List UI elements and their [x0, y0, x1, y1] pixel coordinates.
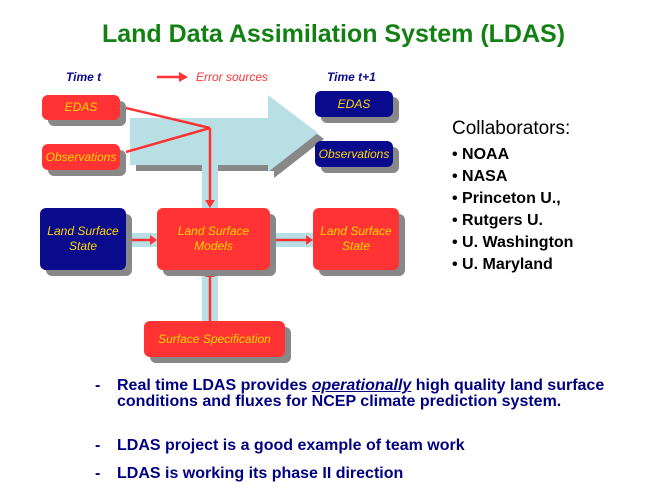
bullet-text: LDAS project is a good example of team w… — [117, 437, 465, 454]
land-surface-state-t: Land Surface State — [40, 208, 126, 270]
bullet-text-part: Real time LDAS provides — [117, 377, 312, 394]
collaborator-item: • Rutgers U. — [452, 212, 543, 229]
surface-specification: Surface Specification — [144, 321, 285, 357]
land-surface-state-t1: Land Surface State — [313, 208, 399, 270]
land-surface-models: Land Surface Models — [157, 208, 270, 270]
collaborator-item: • NASA — [452, 168, 508, 185]
bullet-text: Real time LDAS provides operationally hi… — [117, 378, 617, 410]
bullet-dash: - — [95, 377, 101, 394]
bullet-dash: - — [95, 437, 101, 454]
slide-title: Land Data Assimilation System (LDAS) — [101, 20, 566, 48]
collaborator-item: • Princeton U., — [452, 190, 561, 207]
time-t-label: Time t — [66, 70, 102, 84]
observations-box-t1: Observations — [315, 141, 393, 167]
collaborator-item: • U. Washington — [452, 234, 574, 251]
bullet-text-part: high quality land surface conditions and… — [117, 377, 605, 410]
error-arrows — [125, 75, 307, 321]
bullet-dash: - — [95, 465, 101, 482]
time-t1-label: Time t+1 — [327, 70, 376, 84]
bullet-text: LDAS is working its phase II direction — [117, 465, 404, 482]
edas-box-t: EDAS — [42, 95, 120, 120]
time-flow-arrow — [130, 95, 318, 172]
emphasis-operationally: operationally — [311, 377, 412, 394]
collaborator-item: • U. Maryland — [452, 256, 553, 273]
error-sources-label: Error sources — [196, 70, 269, 84]
observations-box-t: Observations — [42, 144, 120, 170]
collaborator-item: • NOAA — [452, 146, 510, 163]
edas-box-t1: EDAS — [315, 91, 393, 117]
collaborators-heading: Collaborators: — [452, 118, 571, 139]
